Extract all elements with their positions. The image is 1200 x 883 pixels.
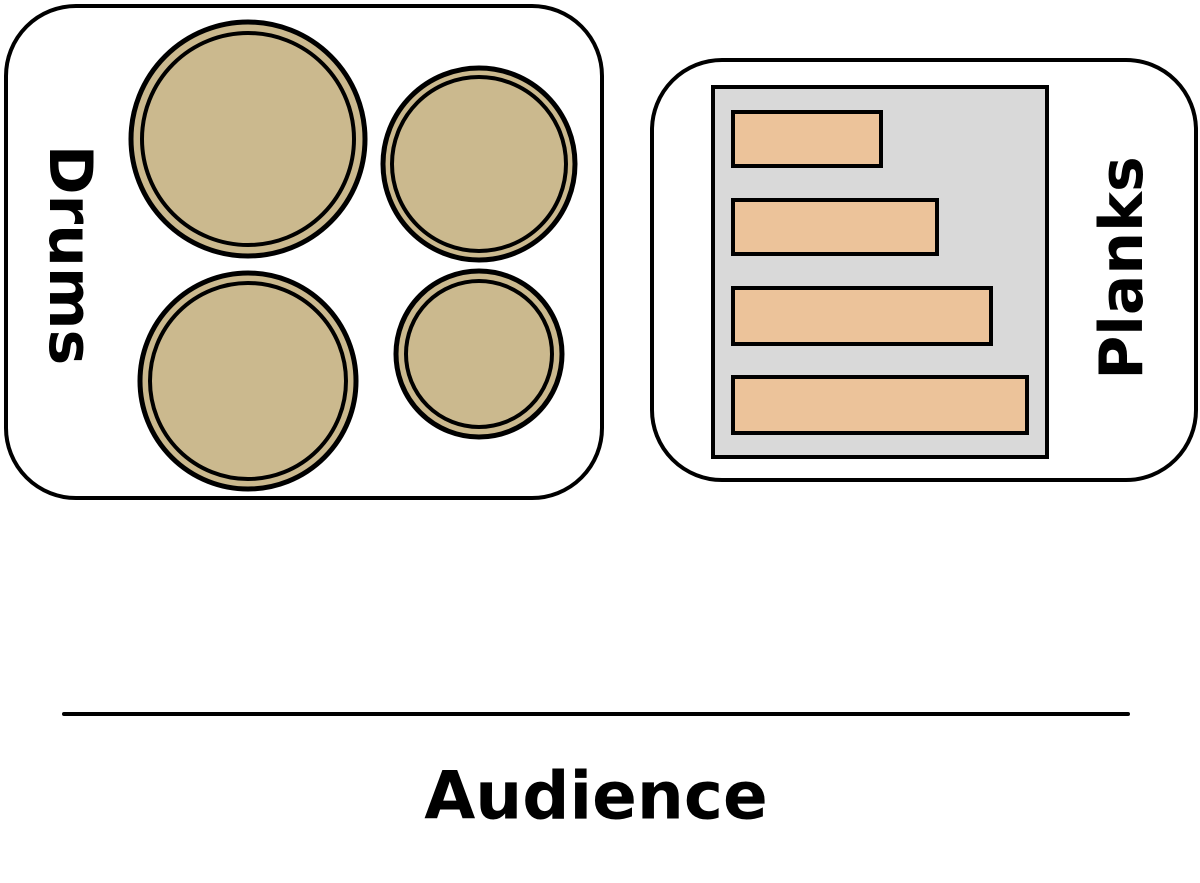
plank-4 [731,375,1029,435]
drum-medium-top [380,65,578,263]
drums-zone-border [4,4,604,500]
audience-label: Audience [424,758,768,835]
plank-3 [731,286,993,346]
planks-label: Planks [1087,156,1157,379]
plank-1 [731,110,883,168]
planks-zone: Planks [650,58,1198,482]
drums-label: Drums [35,145,105,365]
drums-zone: Drums [4,4,604,500]
drum-large-top [128,19,368,259]
planks-zone-border [650,58,1198,482]
drum-large-bottom [137,270,359,492]
drum-small-bottom [393,268,565,440]
plank-2 [731,198,939,256]
